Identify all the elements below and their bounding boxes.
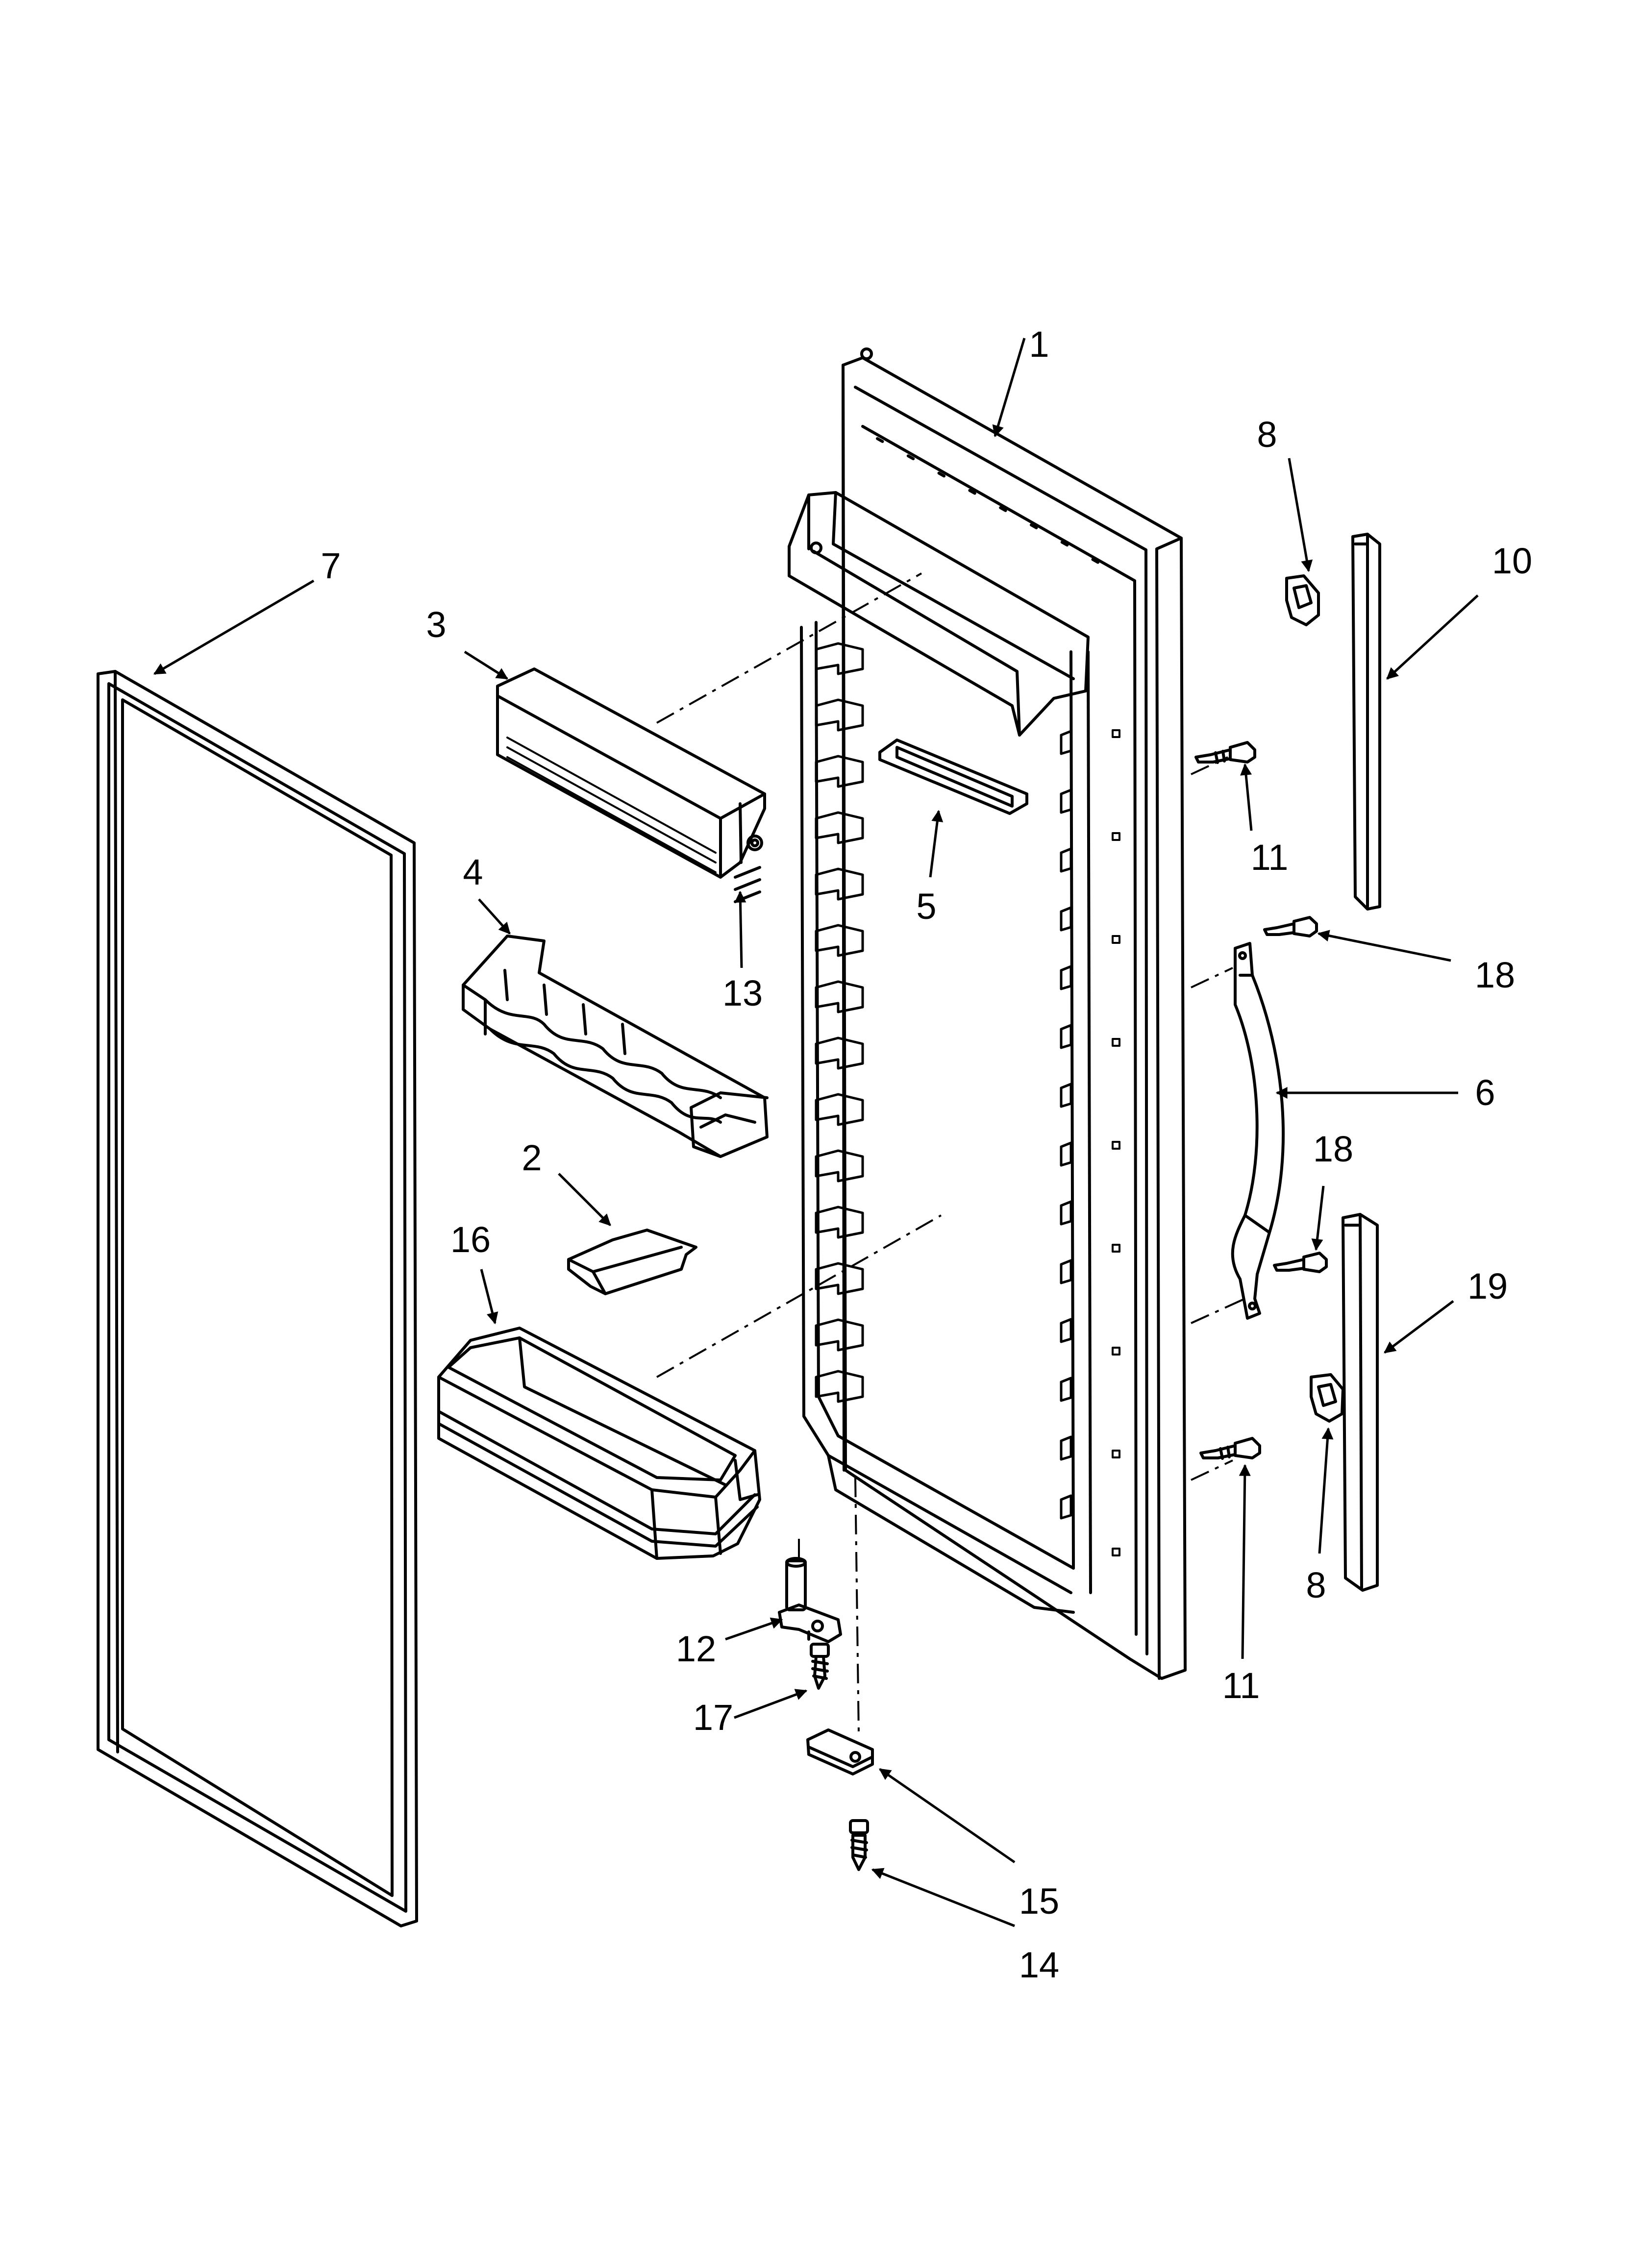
callout-14: 14 [1019,1945,1059,1985]
callout-labels: 1 8 10 7 3 4 13 5 11 18 6 18 19 8 11 2 1… [321,324,1532,1985]
callout-6: 6 [1475,1072,1495,1113]
hinge-pin-part-12 [778,1557,842,1643]
door-liner-part-1 [788,347,1187,1680]
screw-part-11-lower [1199,1437,1261,1460]
callout-1: 1 [1029,324,1049,365]
callout-4: 4 [463,852,483,892]
callout-10: 10 [1492,541,1532,581]
screw-part-14 [849,1819,869,1871]
callout-3: 3 [426,604,446,645]
callout-15: 15 [1019,1881,1059,1922]
callout-7: 7 [321,545,341,586]
trim-part-10 [1351,533,1381,911]
part-13 [734,866,761,903]
handle-part-6 [1231,942,1285,1320]
callout-19: 19 [1467,1266,1508,1307]
callout-5: 5 [916,886,936,927]
retainer-clip-part-8-upper [1285,574,1320,626]
callout-16: 16 [450,1219,491,1260]
trim-part-19 [1342,1213,1379,1592]
hinge-block-part-15 [806,1728,874,1775]
wavy-bin-part-4 [462,935,769,1158]
callout-17: 17 [693,1697,733,1738]
callout-11-upper: 11 [1251,837,1289,878]
door-gasket-part-7 [97,670,418,1927]
screw-part-11-upper [1194,741,1256,764]
leader-arrows [153,338,1479,1927]
callout-11-lower: 11 [1222,1665,1260,1706]
bin-cover-part-3 [496,667,766,879]
retainer-clip-part-8-lower [1310,1373,1344,1423]
callout-8-lower: 8 [1306,1565,1326,1605]
callout-12: 12 [676,1628,716,1669]
clip-part-2 [567,1229,697,1295]
callout-8-upper: 8 [1257,414,1277,455]
callout-2: 2 [522,1137,542,1178]
screw-part-18-lower [1273,1252,1328,1273]
callout-18-lower: 18 [1313,1129,1353,1169]
callout-13: 13 [722,973,763,1013]
screw-part-18-upper [1263,916,1318,937]
screw-part-17 [807,1630,830,1690]
tray-part-5 [878,739,1028,815]
alignment-lines [656,572,1245,1735]
callout-18-upper: 18 [1475,955,1515,995]
lower-bin-part-16 [437,1327,761,1560]
